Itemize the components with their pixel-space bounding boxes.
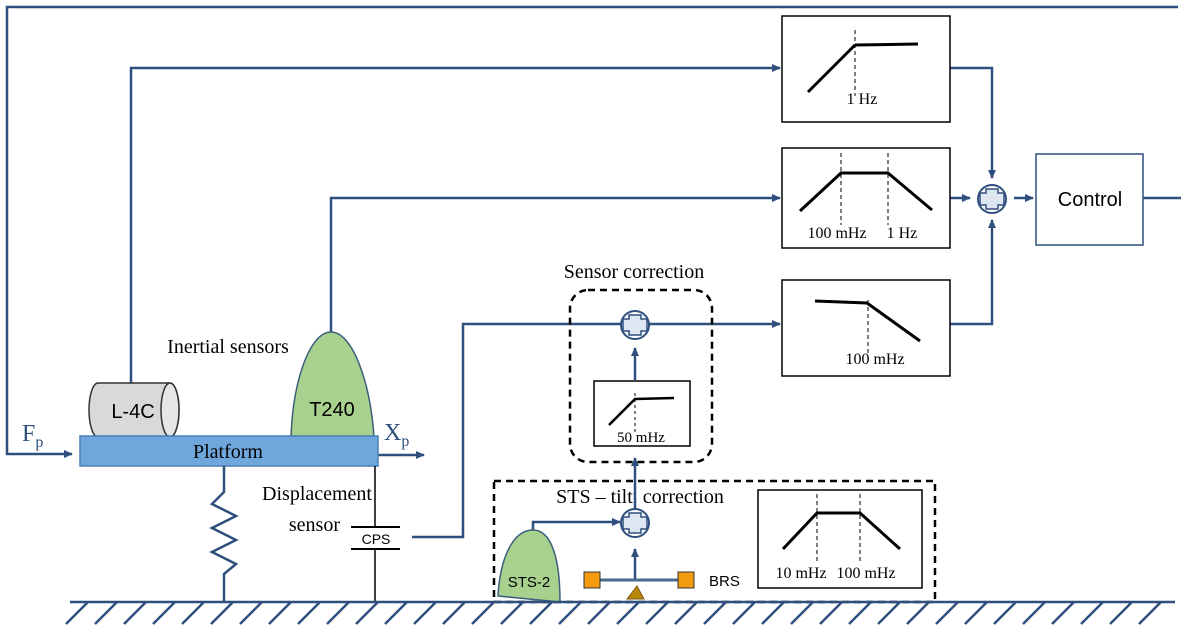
l4c-label: L-4C [111, 401, 154, 423]
ground-hatch [906, 601, 930, 625]
ground-hatch [471, 601, 495, 625]
ground-hatch [442, 601, 466, 625]
l4c-signal-line [129, 64, 781, 383]
ground-hatch [355, 601, 379, 625]
l4c-sensor: L-4C [88, 382, 180, 438]
control-block: Control [1035, 153, 1144, 246]
filter-bottom-freq: 100 mHz [845, 351, 904, 368]
bottom-filter-output-line [950, 219, 996, 326]
filter-top-freq: 1 Hz [847, 91, 878, 108]
ground-hatch [1051, 601, 1075, 625]
filter-bandpass-100mhz-1hz: 100 mHz 1 Hz [781, 147, 951, 249]
ground-hatch [790, 601, 814, 625]
tilt-filter-freq-low: 10 mHz [775, 565, 826, 582]
main-summing-junction [977, 184, 1007, 214]
displacement-output-label: Xp [384, 420, 409, 450]
ground-hatch [877, 601, 901, 625]
ground-hatch [210, 601, 234, 625]
filter-mid-freq-high: 1 Hz [887, 225, 918, 242]
ground-hatch [964, 601, 988, 625]
ground-hatch [1022, 601, 1046, 625]
platform: Platform [79, 435, 379, 467]
ground-hatch [587, 601, 611, 625]
ground-hatch [413, 601, 437, 625]
ground-hatch [848, 601, 872, 625]
top-filter-output-line [950, 66, 996, 179]
brs-pivot [625, 585, 645, 600]
ground-hatch [674, 601, 698, 625]
ground-hatch [326, 601, 350, 625]
ground-hatch [152, 601, 176, 625]
control-label: Control [1058, 189, 1122, 211]
sensor-correction-title: Sensor correction [564, 261, 705, 283]
ground [65, 600, 1175, 625]
sensor-correction-group [568, 288, 714, 464]
sc-filter-freq: 50 mHz [617, 430, 665, 446]
displacement-sensor-label-2: sensor [289, 514, 340, 536]
ground-hatch [935, 601, 959, 625]
ground-hatch [616, 601, 640, 625]
sensor-correction-summing-junction [620, 310, 650, 340]
filter-lowpass-100mhz: 100 mHz [781, 279, 951, 377]
ground-hatch [558, 601, 582, 625]
t240-signal-line [329, 194, 781, 332]
ground-hatch [181, 601, 205, 625]
displacement-sensor-label-1: Displacement [262, 483, 372, 505]
ground-hatch [500, 601, 524, 625]
brs-mass-right [677, 571, 695, 589]
cps-sensor: CPS [351, 466, 400, 602]
platform-label: Platform [193, 441, 263, 463]
filter-highpass-50mhz: 50 mHz [593, 380, 691, 447]
filter-highpass-1hz: 1 Hz [781, 15, 951, 123]
ground-hatch [645, 601, 669, 625]
ground-hatch [703, 601, 727, 625]
ground-hatch [123, 601, 147, 625]
ground-hatch [1109, 601, 1133, 625]
sts2-sensor: STS-2 [497, 529, 561, 603]
force-label: Fp [22, 421, 43, 451]
tilt-summing-junction [620, 508, 650, 538]
inertial-sensors-label: Inertial sensors [167, 336, 289, 358]
fp-feedback-line [5, 5, 1178, 458]
ground-hatch [1138, 601, 1162, 625]
ground-hatch [761, 601, 785, 625]
t240-label: T240 [309, 399, 355, 421]
ground-hatch [993, 601, 1017, 625]
brs-sensor: BRS [583, 571, 740, 600]
cps-label: CPS [362, 531, 391, 547]
brs-label: BRS [709, 573, 740, 590]
ground-hatch [297, 601, 321, 625]
filter-mid-freq-low: 100 mHz [807, 225, 866, 242]
ground-hatch [268, 601, 292, 625]
tilt-filter-freq-high: 100 mHz [836, 565, 895, 582]
ground-hatch [239, 601, 263, 625]
ground-hatch [819, 601, 843, 625]
spring [209, 466, 239, 602]
signal-lines [5, 5, 1181, 580]
filter-bandpass-10mhz-100mhz: 10 mHz 100 mHz [757, 489, 923, 589]
ground-hatch [732, 601, 756, 625]
ground-hatch [94, 601, 118, 625]
tilt-correction-title: STS – tilt correction [556, 486, 724, 508]
t240-sensor: T240 [290, 331, 375, 438]
ground-hatch [529, 601, 553, 625]
ground-hatch [65, 601, 89, 625]
ground-hatch [1080, 601, 1104, 625]
brs-mass-left [583, 571, 601, 589]
sts2-signal-line [531, 518, 621, 530]
ground-hatch [384, 601, 408, 625]
sts2-label: STS-2 [508, 574, 551, 591]
